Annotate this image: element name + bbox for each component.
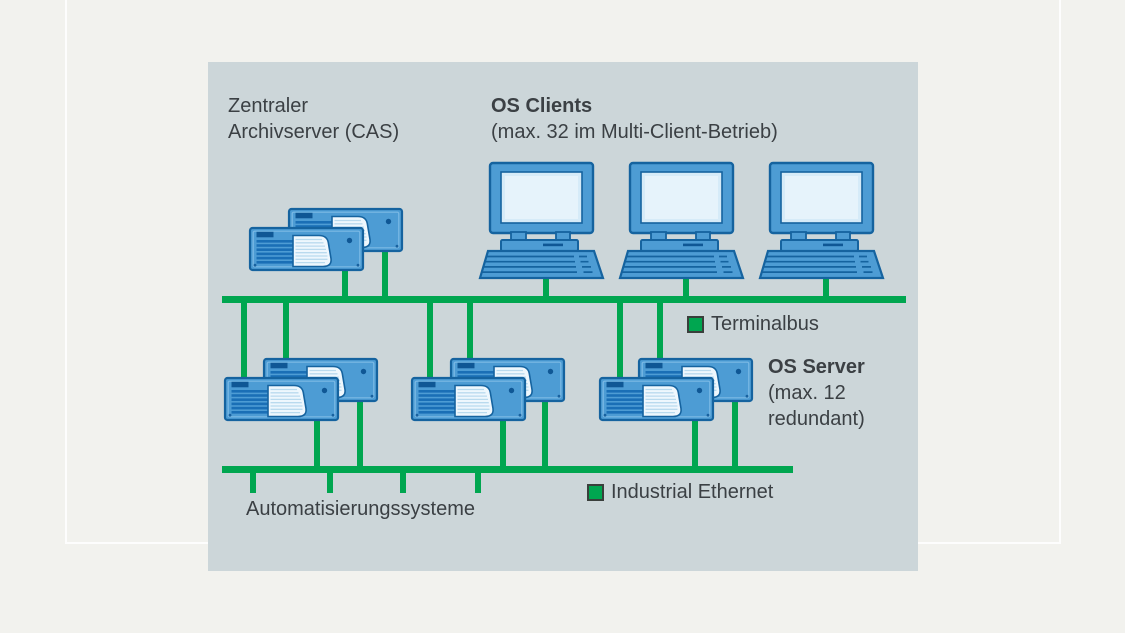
- os-server-pair-2: [410, 357, 566, 422]
- client-drop-line: [543, 272, 549, 303]
- terminalbus-legend-label: Terminalbus: [711, 313, 819, 335]
- server-uplink-line: [427, 300, 433, 382]
- os-server-label: OS Server (max. 12 redundant): [768, 354, 865, 432]
- cas-label-line2: Archivserver (CAS): [228, 121, 400, 143]
- os-server-pair-1: [223, 357, 379, 422]
- network-diagram-canvas: [222, 161, 906, 493]
- automation-label: Automatisierungssysteme: [246, 498, 475, 520]
- workstation-icon: [758, 161, 885, 280]
- server-uplink-line: [283, 300, 289, 362]
- workstation-icon: [478, 161, 605, 280]
- os-clients-subtitle: (max. 32 im Multi-Client-Betrieb): [491, 121, 778, 143]
- os-clients-label: OS Clients (max. 32 im Multi-Client-Betr…: [491, 93, 778, 145]
- industrial-ethernet-line: [222, 466, 793, 473]
- automation-stub-line: [327, 470, 333, 493]
- cas-label: Zentraler Archivserver (CAS): [228, 93, 399, 145]
- server-uplink-line: [241, 300, 247, 382]
- automation-stub-line: [250, 470, 256, 493]
- workstation-icon: [618, 161, 745, 280]
- cas-label-line1: Zentraler: [228, 95, 309, 117]
- terminalbus-legend-swatch: [687, 315, 704, 333]
- server-downlink-line: [357, 396, 363, 472]
- server-uplink-line: [467, 300, 473, 362]
- terminalbus-legend: Terminalbus: [687, 314, 819, 334]
- server-icon: [598, 376, 715, 422]
- server-downlink-line: [732, 396, 738, 472]
- server-icon: [223, 376, 340, 422]
- os-server-line3: redundant): [768, 408, 865, 430]
- network-lines: [222, 244, 906, 493]
- industrial-ethernet-legend: Industrial Ethernet: [587, 482, 773, 502]
- industrial-ethernet-legend-swatch: [587, 483, 604, 501]
- cas-drop-line: [342, 262, 348, 303]
- server-downlink-line: [692, 415, 698, 472]
- server-downlink-line: [314, 415, 320, 472]
- os-clients-title: OS Clients: [491, 95, 593, 117]
- terminalbus-line: [222, 296, 906, 303]
- client-drop-line: [683, 272, 689, 303]
- server-uplink-line: [617, 300, 623, 382]
- cas-drop-line: [382, 244, 388, 303]
- network-diagram-panel: Zentraler Archivserver (CAS) OS Clients …: [208, 62, 918, 571]
- industrial-ethernet-legend-label: Industrial Ethernet: [611, 481, 774, 503]
- os-server-title: OS Server: [768, 356, 865, 378]
- os-client-workstations: [478, 161, 885, 280]
- server-icon: [410, 376, 527, 422]
- cas-server-pair: [248, 207, 404, 272]
- client-drop-line: [823, 272, 829, 303]
- server-downlink-line: [542, 396, 548, 472]
- server-icon: [248, 226, 365, 272]
- automation-stub-line: [400, 470, 406, 493]
- server-uplink-line: [657, 300, 663, 362]
- os-server-line2: (max. 12: [768, 382, 846, 404]
- server-downlink-line: [500, 415, 506, 472]
- automation-stub-line: [475, 470, 481, 493]
